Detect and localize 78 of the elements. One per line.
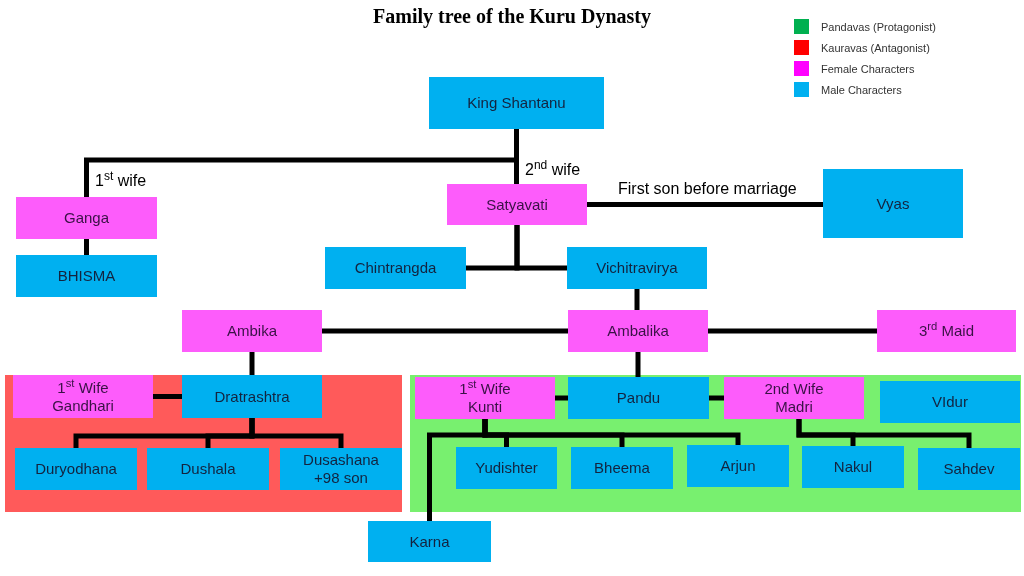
person-box (877, 310, 1016, 352)
person-name: Vichitravirya (596, 259, 678, 277)
person-box (325, 247, 466, 289)
person-name: Duryodhana (35, 460, 117, 478)
family-line (709, 395, 724, 401)
person-box (567, 247, 707, 289)
person-box (13, 375, 153, 418)
person-name: King Shantanu (467, 94, 566, 112)
family-line (635, 352, 641, 377)
person-name: Ambalika (607, 322, 669, 340)
person-box (182, 310, 322, 352)
person-name: Chintrangda (354, 259, 437, 277)
person-name: 3$^{rd}$ Maid (918, 322, 974, 340)
person-name: Gandhari (52, 396, 114, 415)
person-box (280, 448, 402, 490)
person-name: BHISMA (57, 267, 116, 285)
family-line (322, 328, 568, 334)
person-box (568, 377, 709, 419)
family-line (427, 419, 488, 521)
person-name: Madri (775, 398, 813, 416)
legend-label: Female Characters (821, 61, 915, 76)
family-line (708, 328, 877, 334)
person-box (368, 521, 491, 562)
person-box (802, 446, 904, 488)
person-name: VIdur (932, 393, 968, 411)
legend-label: Pandavas (Protagonist) (821, 19, 936, 34)
family-line (153, 394, 182, 399)
legend-label: Male Characters (821, 82, 902, 97)
legend-label: Kauravas (Antagonist) (821, 40, 930, 55)
person-box (16, 197, 157, 239)
person-box (16, 255, 157, 297)
person-box (687, 445, 789, 487)
person-box (447, 184, 587, 225)
family-group-panel (410, 375, 1021, 512)
family-line (84, 239, 89, 255)
person-name: Nakul (833, 458, 873, 476)
edge-label: 2$^{nd}$ wife (525, 160, 581, 180)
person-name: Kunti (467, 398, 503, 416)
person-name: Satyavati (486, 195, 548, 214)
person-name: Yudishter (475, 459, 538, 477)
diagram-title: Family tree of the Kuru Dynasty (373, 4, 651, 28)
edge-label: First son before marriage (618, 179, 797, 199)
family-line (514, 225, 567, 271)
person-box (147, 448, 269, 490)
family-line (249, 352, 255, 375)
person-name: Bheema (594, 459, 650, 477)
person-box (823, 169, 963, 238)
person-box (15, 448, 137, 490)
person-name: Dushala (180, 460, 236, 478)
person-name: Arjun (720, 457, 756, 475)
person-box (568, 310, 708, 352)
family-group-panel (5, 375, 402, 512)
family-line (796, 419, 972, 448)
person-box (918, 448, 1020, 490)
person-name: Dratrashtra (214, 387, 290, 406)
edge-label: 1$^{st}$ wife (95, 171, 147, 191)
person-name: Vyas (876, 194, 910, 213)
person-box (724, 377, 864, 419)
family-line (587, 202, 823, 207)
family-line (555, 395, 568, 401)
person-box (571, 447, 673, 489)
person-box (880, 381, 1020, 423)
role-label: 1$^{st}$ Wife (57, 378, 109, 397)
person-name: Dusashana +98 son (302, 451, 380, 487)
family-line (249, 418, 344, 448)
family-line (514, 129, 519, 184)
person-box (456, 447, 557, 489)
person-name: Karna (409, 532, 450, 551)
person-name: Ambika (227, 322, 277, 340)
role-label: 2nd Wife (764, 380, 824, 398)
person-name: Pandu (616, 389, 661, 407)
role-label: 1$^{st}$ Wife (459, 380, 511, 398)
person-box (182, 375, 322, 418)
family-line (634, 289, 640, 310)
person-box (415, 377, 555, 419)
person-name: Sahdev (943, 460, 995, 478)
person-box (429, 77, 604, 129)
person-name: Ganga (63, 209, 109, 227)
